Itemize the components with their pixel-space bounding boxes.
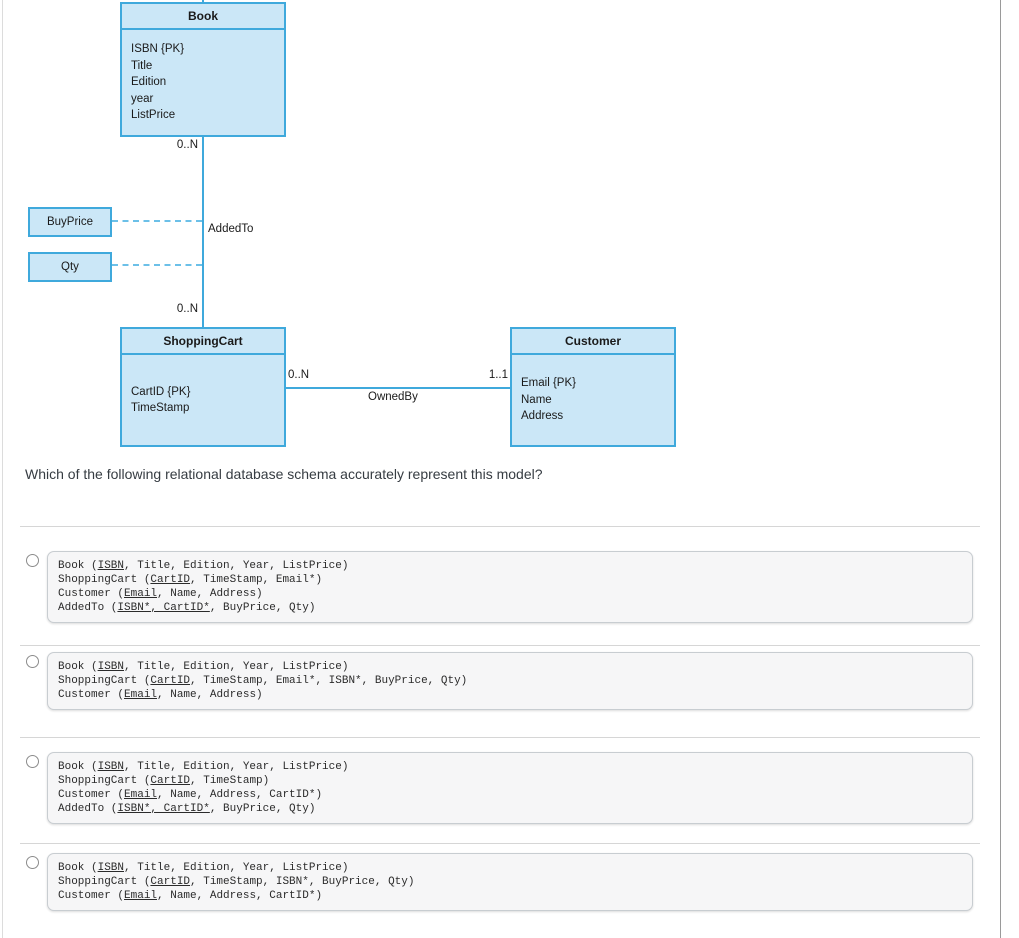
buyprice-dashed-connector bbox=[112, 220, 202, 222]
ownedby-relationship-label: OwnedBy bbox=[368, 391, 418, 403]
option-1-answer[interactable]: Book (ISBN, Title, Edition, Year, ListPr… bbox=[47, 551, 973, 623]
entity-attribute: Edition bbox=[131, 76, 167, 89]
schema-code-line: Customer (Email, Name, Address) bbox=[58, 588, 263, 600]
option-4-radio[interactable] bbox=[26, 856, 39, 869]
option-3-answer[interactable]: Book (ISBN, Title, Edition, Year, ListPr… bbox=[47, 752, 973, 824]
content-right-border bbox=[1000, 0, 1001, 938]
schema-code-line: Customer (Email, Name, Address, CartID*) bbox=[58, 789, 323, 801]
schema-code-line: ShoppingCart (CartID, TimeStamp) bbox=[58, 775, 270, 787]
cardinality-customer-ownedby: 1..1 bbox=[488, 369, 508, 381]
addedto-relationship-label: AddedTo bbox=[208, 223, 254, 235]
qty-dashed-connector bbox=[112, 264, 202, 266]
entity-book-attributes: ISBN {PK} Title Edition year ListPrice bbox=[122, 30, 284, 135]
question-text: Which of the following relational databa… bbox=[25, 466, 543, 482]
schema-code-line: ShoppingCart (CartID, TimeStamp, Email*) bbox=[58, 574, 323, 586]
option-divider bbox=[20, 645, 980, 646]
entity-attribute: TimeStamp bbox=[131, 402, 190, 414]
option-4-answer[interactable]: Book (ISBN, Title, Edition, Year, ListPr… bbox=[47, 853, 973, 911]
schema-code-line: Book (ISBN, Title, Edition, Year, ListPr… bbox=[58, 661, 349, 673]
entity-attribute: Title bbox=[131, 59, 153, 72]
ownedby-connector-line bbox=[286, 387, 510, 389]
schema-code-line: Book (ISBN, Title, Edition, Year, ListPr… bbox=[58, 862, 349, 874]
entity-customer: Customer Email {PK} Name Address bbox=[510, 327, 676, 447]
entity-attribute: ListPrice bbox=[131, 109, 176, 122]
entity-attribute: Email {PK} bbox=[521, 377, 576, 390]
option-2-answer[interactable]: Book (ISBN, Title, Edition, Year, ListPr… bbox=[47, 652, 973, 710]
entity-shoppingcart-attributes: CartID {PK} TimeStamp bbox=[122, 355, 284, 445]
schema-code-line: Customer (Email, Name, Address) bbox=[58, 689, 263, 701]
entity-book-title: Book bbox=[122, 4, 284, 30]
entity-attribute: ISBN {PK} bbox=[131, 43, 185, 56]
schema-code-line: AddedTo (ISBN*, CartID*, BuyPrice, Qty) bbox=[58, 602, 316, 614]
page-left-border bbox=[2, 0, 3, 938]
entity-customer-title: Customer bbox=[512, 329, 674, 355]
option-divider bbox=[20, 526, 980, 527]
entity-attribute: Address bbox=[521, 410, 564, 423]
option-divider bbox=[20, 843, 980, 844]
entity-shoppingcart-title: ShoppingCart bbox=[122, 329, 284, 355]
entity-customer-attributes: Email {PK} Name Address bbox=[512, 355, 674, 445]
schema-code-line: Customer (Email, Name, Address, CartID*) bbox=[58, 890, 323, 902]
cardinality-cart-ownedby: 0..N bbox=[288, 369, 310, 381]
entity-book: Book ISBN {PK} Title Edition year ListPr… bbox=[120, 2, 286, 137]
schema-code-line: AddedTo (ISBN*, CartID*, BuyPrice, Qty) bbox=[58, 803, 316, 815]
schema-code-line: Book (ISBN, Title, Edition, Year, ListPr… bbox=[58, 560, 349, 572]
option-3-radio[interactable] bbox=[26, 755, 39, 768]
connector-stub bbox=[202, 0, 204, 3]
entity-shoppingcart: ShoppingCart CartID {PK} TimeStamp bbox=[120, 327, 286, 447]
option-1-radio[interactable] bbox=[26, 554, 39, 567]
option-divider bbox=[20, 737, 980, 738]
attribute-node-buyprice: BuyPrice bbox=[28, 207, 112, 237]
schema-code-line: ShoppingCart (CartID, TimeStamp, Email*,… bbox=[58, 675, 468, 687]
attribute-node-qty: Qty bbox=[28, 252, 112, 282]
entity-attribute: year bbox=[131, 92, 154, 105]
schema-code-line: ShoppingCart (CartID, TimeStamp, ISBN*, … bbox=[58, 876, 415, 888]
cardinality-book-addedto: 0..N bbox=[176, 139, 198, 151]
entity-attribute: CartID {PK} bbox=[131, 385, 191, 398]
schema-code-line: Book (ISBN, Title, Edition, Year, ListPr… bbox=[58, 761, 349, 773]
addedto-connector-line bbox=[202, 137, 204, 327]
option-2-radio[interactable] bbox=[26, 655, 39, 668]
cardinality-cart-addedto: 0..N bbox=[176, 303, 198, 315]
entity-attribute: Name bbox=[521, 393, 552, 406]
